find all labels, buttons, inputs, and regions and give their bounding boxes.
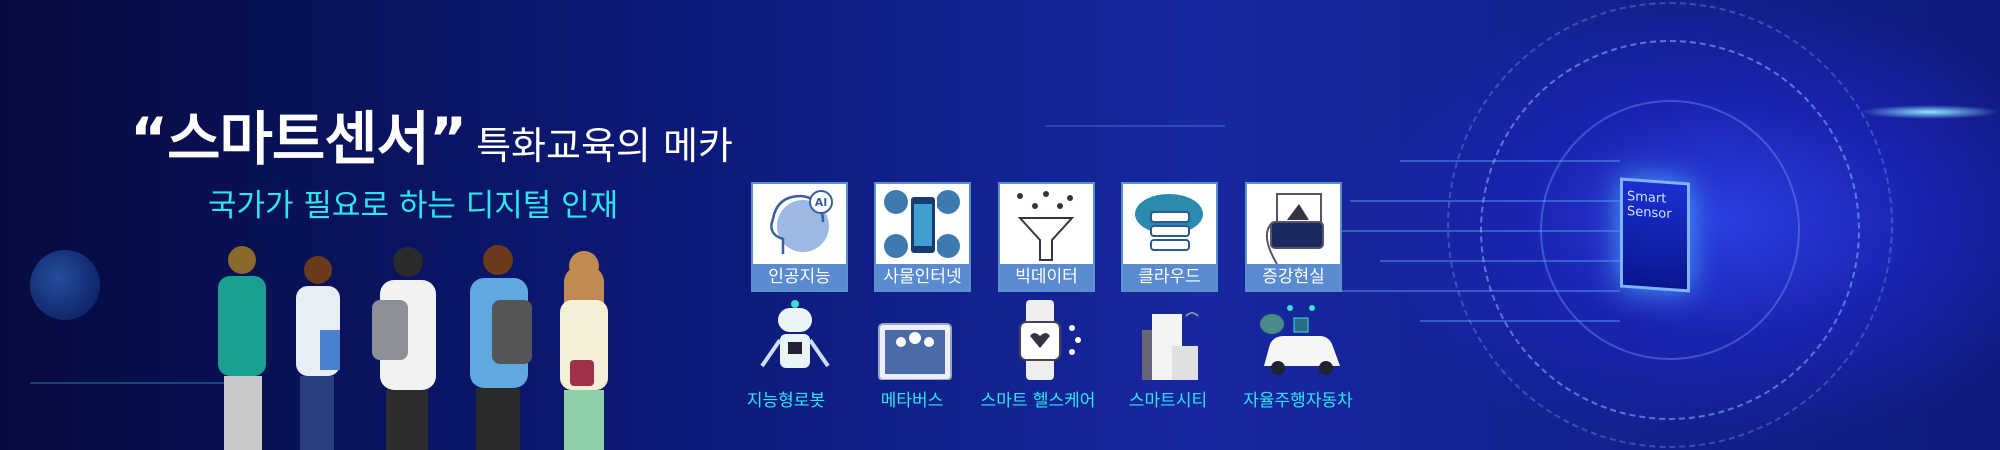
bottom-label[interactable]: 메타버스 xyxy=(880,391,944,411)
ar-phone-icon xyxy=(1266,193,1324,265)
tile-label: 빅데이터 xyxy=(1000,264,1093,290)
robot-icon xyxy=(760,300,830,368)
ai-brain-icon: AI xyxy=(770,190,833,254)
light-flare xyxy=(1860,105,2000,119)
tile-ai[interactable]: AI 인공지능 xyxy=(751,182,848,292)
decorative-orb xyxy=(30,250,100,320)
circuit-trace xyxy=(1250,290,1620,292)
subtitle: 국가가 필요로 하는 디지털 인재 xyxy=(208,188,619,224)
ai-badge: AI xyxy=(815,196,828,209)
tile-label: 사물인터넷 xyxy=(876,264,969,290)
tile-label: 인공지능 xyxy=(753,264,846,290)
iot-icon xyxy=(884,190,960,258)
smart-city-icon xyxy=(1142,312,1199,380)
tile-label: 증강현실 xyxy=(1247,264,1340,290)
headline-quote-open: “ xyxy=(130,105,168,173)
tile-cloud[interactable]: 클라우드 xyxy=(1121,182,1218,292)
cloud-server-icon xyxy=(1135,194,1203,251)
decorative-ring xyxy=(1447,2,1893,448)
chip-line2: Sensor xyxy=(1627,204,1672,223)
metaverse-icon xyxy=(878,323,952,380)
bottom-label[interactable]: 스마트시티 xyxy=(1128,391,1208,411)
smartwatch-heart-icon xyxy=(1019,300,1081,380)
headline-quote-close: ” xyxy=(428,105,467,173)
autonomous-car-icon xyxy=(1260,305,1340,375)
tile-label: 클라우드 xyxy=(1123,264,1216,290)
headline-rest: 특화교육의 메카 xyxy=(476,124,733,168)
circuit-trace xyxy=(30,382,230,384)
headline: “스마트센서”특화교육의 메카 xyxy=(130,92,733,176)
bottom-label[interactable]: 스마트 헬스케어 xyxy=(980,391,1096,411)
bottom-label[interactable]: 자율주행자동차 xyxy=(1243,391,1353,411)
tile-bigdata[interactable]: 빅데이터 xyxy=(998,182,1095,292)
smart-sensor-chip: Smart Sensor xyxy=(1620,177,1690,293)
funnel-icon xyxy=(1017,191,1075,261)
bottom-label[interactable]: 지능형로봇 xyxy=(746,391,826,411)
tile-ar[interactable]: 증강현실 xyxy=(1245,182,1342,292)
tile-iot[interactable]: 사물인터넷 xyxy=(874,182,971,292)
circuit-trace xyxy=(1045,125,1225,127)
headline-brand: 스마트센서 xyxy=(167,105,430,173)
